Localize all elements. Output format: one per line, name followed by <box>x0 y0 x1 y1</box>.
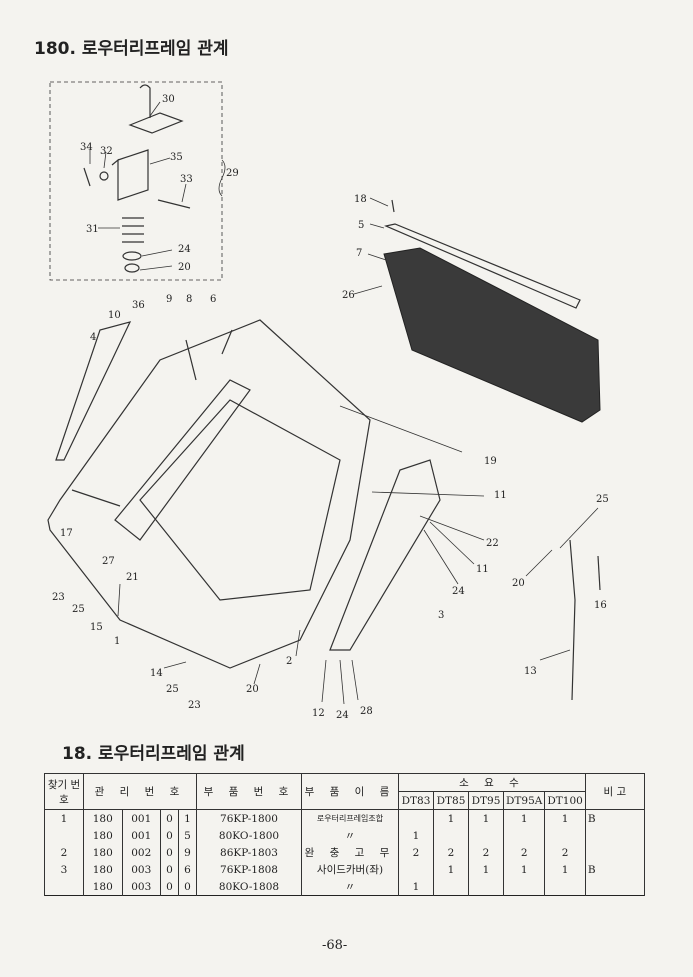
col-header-qty: 소 요 수 <box>398 773 586 792</box>
callout-20: 20 <box>178 262 191 273</box>
callout-28: 28 <box>360 706 373 717</box>
parts-table: 찾기 번호 관 리 번 호 부 품 번 호 부 품 이 름 소 요 수 비 고 … <box>44 773 645 896</box>
callout-27: 27 <box>102 556 115 567</box>
bolt-9 <box>185 339 197 381</box>
rotary-frame-1 <box>47 319 371 669</box>
col-header-part-name: 부 품 이 름 <box>301 773 399 810</box>
page-number: -68- <box>322 938 348 953</box>
callout-36: 36 <box>132 300 145 311</box>
side-rail-4 <box>55 321 132 461</box>
callout-5: 5 <box>358 220 364 231</box>
callout-21: 21 <box>126 572 139 583</box>
callout-24: 24 <box>178 244 191 255</box>
exploded-parts-diagram: 30 34 32 35 33 29 31 24 20 18 5 7 26 36 … <box>47 81 609 721</box>
callout-32: 32 <box>100 146 113 157</box>
pin-34 <box>83 167 91 187</box>
col-header-dt95: DT95 <box>468 791 504 810</box>
callout-26: 26 <box>342 290 355 301</box>
bracket-29 <box>218 159 226 197</box>
callout-10: 10 <box>108 310 121 321</box>
page-title: 180. 로우터리프레임 관계 <box>34 39 229 59</box>
callout-24b: 24 <box>452 586 465 597</box>
callout-23: 23 <box>52 592 65 603</box>
callout-16: 16 <box>594 600 607 611</box>
callout-8: 8 <box>186 294 192 305</box>
bracket-35 <box>111 149 149 201</box>
callout-20b: 20 <box>512 578 525 589</box>
callout-1: 1 <box>114 636 120 647</box>
callout-2: 2 <box>286 656 292 667</box>
col-header-remarks: 비 고 <box>584 773 645 810</box>
washer-32 <box>99 171 109 181</box>
callout-23b: 23 <box>188 700 201 711</box>
washer-24 <box>122 251 142 261</box>
inset-box <box>49 81 223 281</box>
callout-25b: 25 <box>72 604 85 615</box>
callout-6: 6 <box>210 294 216 305</box>
callout-12: 12 <box>312 708 325 719</box>
callout-3: 3 <box>438 610 444 621</box>
col-header-dt83: DT83 <box>398 791 434 810</box>
callout-30: 30 <box>162 94 175 105</box>
callout-4: 4 <box>90 332 96 343</box>
nut-20 <box>124 263 140 273</box>
callout-numbers: 30 34 32 35 33 29 31 24 20 18 5 7 26 36 … <box>52 94 609 721</box>
spring-31 <box>122 217 144 243</box>
callout-29: 29 <box>226 168 239 179</box>
side-cover-3 <box>329 459 441 651</box>
callout-25: 25 <box>596 494 609 505</box>
hinge-beam <box>114 379 251 541</box>
col-header-dt100: DT100 <box>544 791 586 810</box>
pin-16 <box>597 555 601 591</box>
bolt-18 <box>391 199 395 213</box>
callout-20c: 20 <box>246 684 259 695</box>
callout-9: 9 <box>166 294 172 305</box>
callout-7: 7 <box>356 248 362 259</box>
bolt-17 <box>71 489 121 507</box>
callout-33: 33 <box>180 174 193 185</box>
callout-19: 19 <box>484 456 497 467</box>
bracket-30 <box>128 84 184 134</box>
callout-17: 17 <box>60 528 73 539</box>
frame-window <box>139 399 341 601</box>
pin-6 <box>221 329 233 355</box>
leader-lines <box>89 101 599 705</box>
callout-18: 18 <box>354 194 367 205</box>
col-header-mgmt: 관 리 번 호 <box>83 773 197 810</box>
callout-11: 11 <box>494 490 507 501</box>
col-header-dt95a: DT95A <box>502 791 546 810</box>
col-header-no: 찾기 번호 <box>44 773 84 810</box>
callout-31: 31 <box>86 224 99 235</box>
section-title: 18. 로우터리프레임 관계 <box>62 744 245 764</box>
col-header-part-no: 부 품 번 호 <box>196 773 302 810</box>
bolt-33 <box>157 199 191 209</box>
callout-34: 34 <box>80 142 93 153</box>
callout-11b: 11 <box>476 564 489 575</box>
callout-35: 35 <box>170 152 183 163</box>
rubber-flap-7 <box>383 247 601 423</box>
callout-22: 22 <box>486 538 499 549</box>
callout-13: 13 <box>524 666 537 677</box>
callout-24c: 24 <box>336 710 349 721</box>
callout-25c: 25 <box>166 684 179 695</box>
arm-13 <box>569 539 576 701</box>
callout-15: 15 <box>90 622 103 633</box>
callout-14: 14 <box>150 668 163 679</box>
flap-strip-5 <box>384 223 581 309</box>
col-header-dt85: DT85 <box>433 791 469 810</box>
